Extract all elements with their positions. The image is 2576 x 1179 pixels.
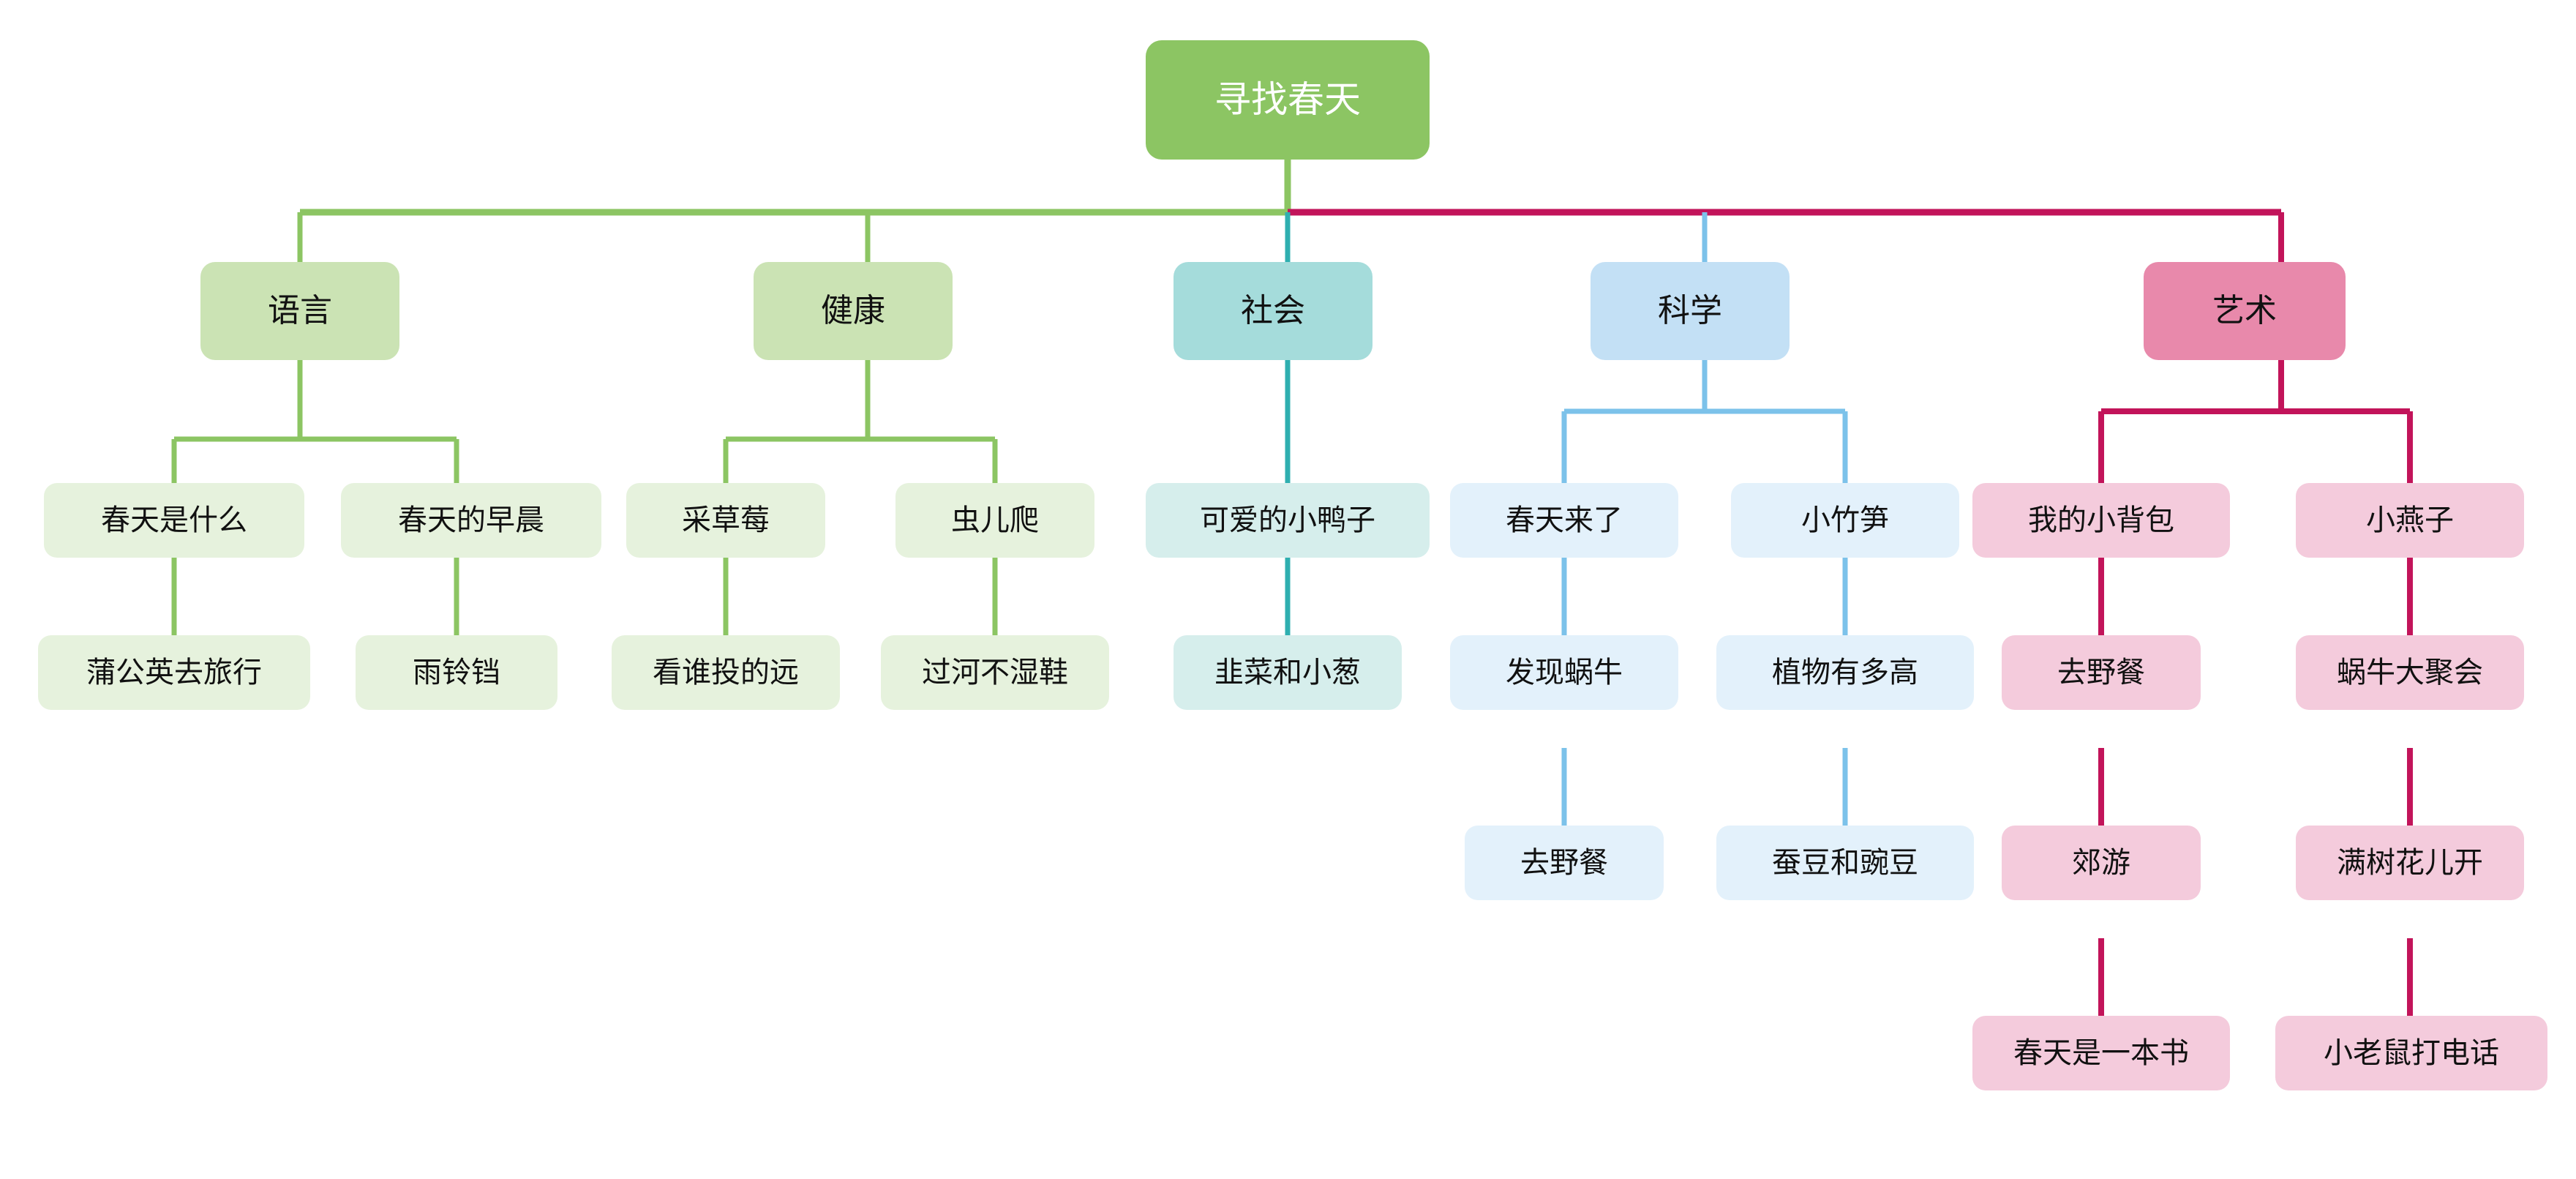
- node-jiaoyou-label: 郊游: [2072, 847, 2130, 879]
- node-wodexiaobeibao-label: 我的小背包: [2028, 504, 2174, 536]
- node-chuntianshiyibenshu[interactable]: 春天是一本书: [1972, 1016, 2230, 1090]
- node-root[interactable]: 寻找春天: [1146, 40, 1430, 160]
- node-chuntianshishenme-label: 春天是什么: [101, 504, 247, 536]
- node-jiucaihexiaocong[interactable]: 韭菜和小葱: [1174, 635, 1402, 710]
- node-manshuhuaerkai[interactable]: 满树花儿开: [2296, 826, 2524, 900]
- node-kanshuitoudeyuan-label: 看谁投的远: [653, 656, 799, 689]
- node-keaidexiaoyazi-label: 可爱的小鸭子: [1200, 504, 1375, 536]
- node-jiucaihexiaocong-label: 韭菜和小葱: [1214, 656, 1361, 689]
- node-zhiwuyouduogao[interactable]: 植物有多高: [1716, 635, 1974, 710]
- node-chuntianshishenme[interactable]: 春天是什么: [44, 483, 304, 558]
- node-art-label: 艺术: [2212, 292, 2277, 329]
- node-wodexiaobeibao[interactable]: 我的小背包: [1972, 483, 2230, 558]
- node-xiaozhusun[interactable]: 小竹笋: [1731, 483, 1959, 558]
- node-xiaoyanzi-label: 小燕子: [2366, 504, 2454, 536]
- node-candouhewandou-label: 蚕豆和豌豆: [1772, 847, 1918, 879]
- node-woniudajuhui[interactable]: 蜗牛大聚会: [2296, 635, 2524, 710]
- node-society[interactable]: 社会: [1174, 262, 1373, 360]
- node-guohebushixie[interactable]: 过河不湿鞋: [881, 635, 1109, 710]
- node-chuntiandezaochen-label: 春天的早晨: [398, 504, 544, 536]
- node-health[interactable]: 健康: [754, 262, 953, 360]
- node-guohebushixie-label: 过河不湿鞋: [922, 656, 1068, 689]
- node-faxianwoniu-label: 发现蜗牛: [1506, 656, 1623, 689]
- node-yulingdang-label: 雨铃铛: [413, 656, 500, 689]
- node-xiaolaoshudadianhua[interactable]: 小老鼠打电话: [2275, 1016, 2547, 1090]
- node-manshuhuaerkai-label: 满树花儿开: [2337, 847, 2483, 879]
- node-chuntianlaile[interactable]: 春天来了: [1450, 483, 1678, 558]
- node-chuntiandezaochen[interactable]: 春天的早晨: [341, 483, 601, 558]
- node-yulingdang[interactable]: 雨铃铛: [356, 635, 557, 710]
- node-language[interactable]: 语言: [200, 262, 399, 360]
- node-society-label: 社会: [1241, 292, 1305, 329]
- node-kanshuitoudeyuan[interactable]: 看谁投的远: [612, 635, 840, 710]
- node-art[interactable]: 艺术: [2144, 262, 2346, 360]
- node-caicaomei-label: 采草莓: [682, 504, 770, 536]
- node-caicaomei[interactable]: 采草莓: [626, 483, 825, 558]
- node-xiaozhusun-label: 小竹笋: [1801, 504, 1889, 536]
- node-xiaoyanzi[interactable]: 小燕子: [2296, 483, 2524, 558]
- node-root-label: 寻找春天: [1214, 78, 1361, 120]
- node-xiaolaoshudadianhua-label: 小老鼠打电话: [2324, 1037, 2499, 1069]
- node-pugongyingqulvxing[interactable]: 蒲公英去旅行: [38, 635, 310, 710]
- node-keaidexiaoyazi[interactable]: 可爱的小鸭子: [1146, 483, 1430, 558]
- node-zhiwuyouduogao-label: 植物有多高: [1772, 656, 1918, 689]
- node-woniudajuhui-label: 蜗牛大聚会: [2337, 656, 2483, 689]
- node-health-label: 健康: [821, 292, 885, 329]
- node-quyecan-science-label: 去野餐: [1520, 847, 1608, 879]
- node-science-label: 科学: [1658, 292, 1722, 329]
- node-chongerpa-label: 虫儿爬: [951, 504, 1039, 536]
- node-candouhewandou[interactable]: 蚕豆和豌豆: [1716, 826, 1974, 900]
- node-quyecan-art-label: 去野餐: [2057, 656, 2145, 689]
- node-science[interactable]: 科学: [1591, 262, 1790, 360]
- node-language-label: 语言: [268, 292, 332, 329]
- node-quyecan-art[interactable]: 去野餐: [2002, 635, 2201, 710]
- node-chongerpa[interactable]: 虫儿爬: [895, 483, 1094, 558]
- node-jiaoyou[interactable]: 郊游: [2002, 826, 2201, 900]
- node-chuntianlaile-label: 春天来了: [1506, 504, 1623, 536]
- node-quyecan-science[interactable]: 去野餐: [1465, 826, 1664, 900]
- node-chuntianshiyibenshu-label: 春天是一本书: [2013, 1037, 2189, 1069]
- node-faxianwoniu[interactable]: 发现蜗牛: [1450, 635, 1678, 710]
- node-pugongyingqulvxing-label: 蒲公英去旅行: [86, 656, 262, 689]
